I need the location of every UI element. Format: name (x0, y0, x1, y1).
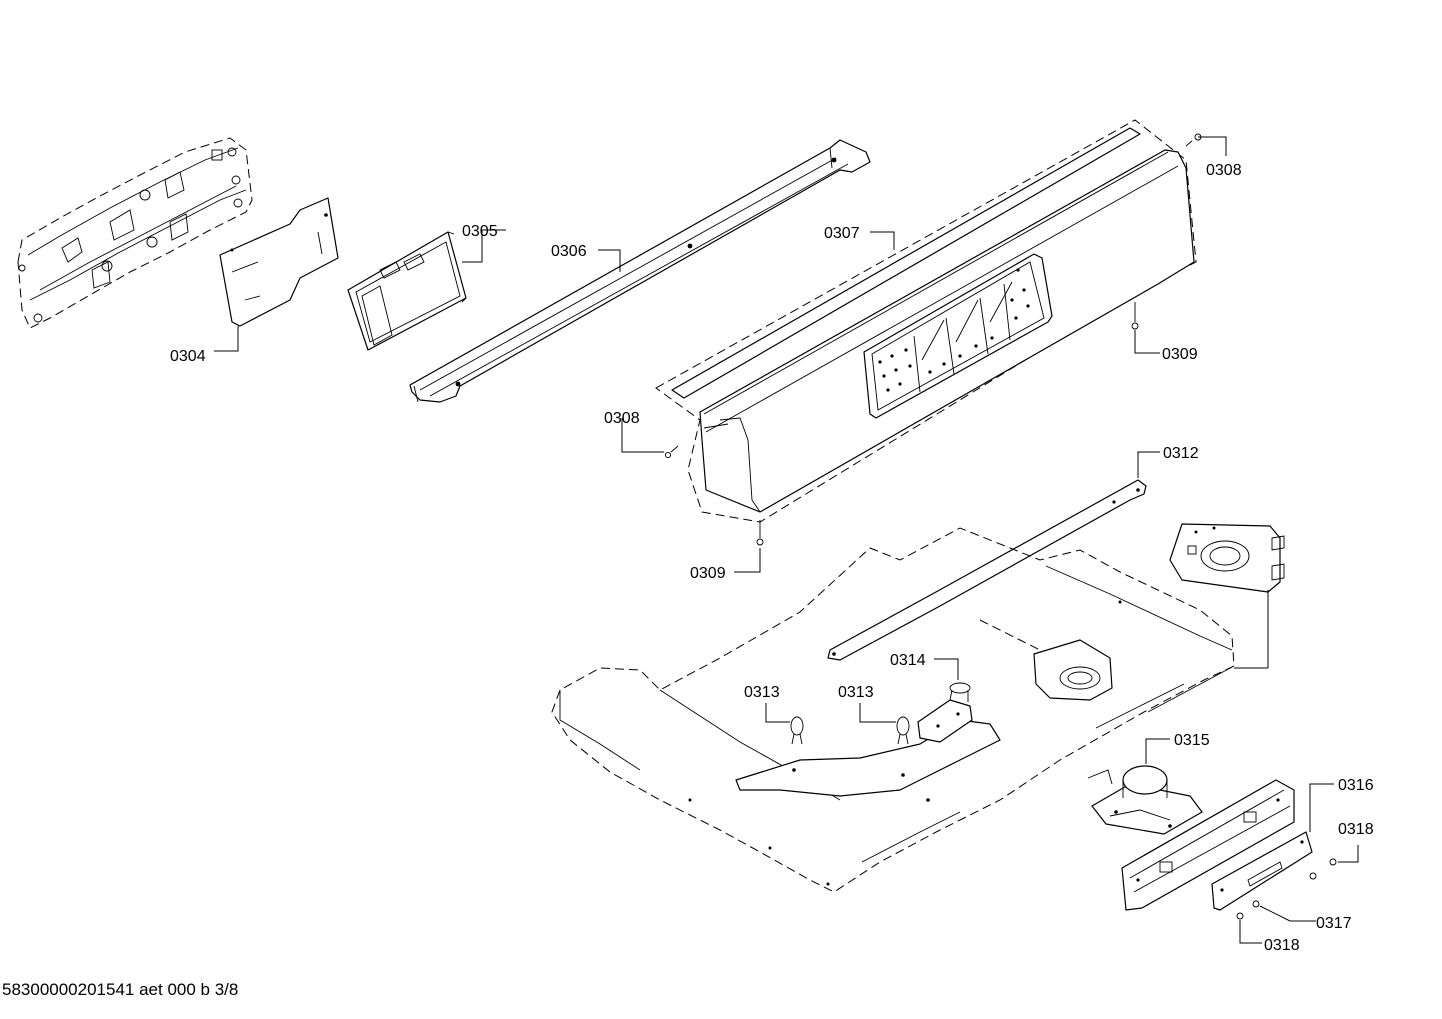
label-0312: 0312 (1163, 445, 1199, 462)
label-0318-lower: 0318 (1264, 937, 1300, 954)
label-0317: 0317 (1316, 915, 1352, 932)
part-base-pan (551, 527, 1235, 893)
part-0316-bracket (1121, 779, 1295, 911)
label-0314: 0314 (890, 652, 926, 669)
label-0308-left: 0308 (604, 410, 640, 427)
label-0304: 0304 (170, 348, 206, 365)
part-0306-rail (409, 139, 871, 403)
part-0312-strip (827, 479, 1147, 661)
part-0305-box (347, 231, 467, 351)
screw-0318 (1236, 858, 1337, 920)
screw-0308-right (1185, 133, 1202, 147)
leader-lines (214, 136, 1359, 944)
label-0313-left: 0313 (744, 684, 780, 701)
screw-0309-left (756, 520, 764, 546)
part-cover-plate (1169, 523, 1285, 593)
document-footer-id: 58300000201541 aet 000 b 3/8 (2, 980, 239, 999)
part-0316-plate (1211, 831, 1313, 911)
label-0309-right: 0309 (1162, 346, 1198, 363)
rear-bracket (17, 137, 253, 329)
label-0318-upper: 0318 (1338, 821, 1374, 838)
screw-0309-right (1131, 302, 1139, 330)
part-0307-control-panel (655, 119, 1197, 523)
label-0309-left: 0309 (690, 565, 726, 582)
part-0314-sensor (917, 682, 973, 743)
part-0313-clip-left (790, 716, 804, 745)
screw-0308-left (664, 445, 679, 459)
part-0315-motor (1087, 765, 1203, 835)
label-0307: 0307 (824, 225, 860, 242)
label-0315: 0315 (1174, 732, 1210, 749)
part-0313-clip-right (896, 716, 910, 745)
screw-0317 (1252, 872, 1317, 908)
part-labels: 0304 0305 0306 0307 0308 0308 0309 0309 … (170, 162, 1374, 954)
label-0313-right: 0313 (838, 684, 874, 701)
label-0316: 0316 (1338, 777, 1374, 794)
part-0304-plate (219, 197, 339, 327)
label-0306: 0306 (551, 243, 587, 260)
label-0308-right: 0308 (1206, 162, 1242, 179)
label-0305: 0305 (462, 223, 498, 240)
